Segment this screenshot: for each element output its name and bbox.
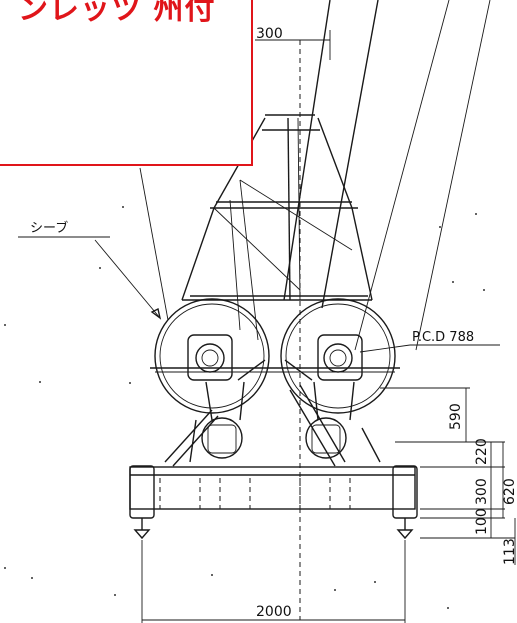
sheave-label: シーブ <box>30 220 68 236</box>
pcd-leader <box>359 344 500 353</box>
sheave-left <box>154 298 270 414</box>
lower-pulleys <box>164 381 381 467</box>
dim-590: 590 <box>448 403 464 430</box>
sheave-right <box>280 298 396 414</box>
mast-frame <box>181 114 373 341</box>
annotation-box: ンレッツ 州付 <box>0 0 253 166</box>
dim-300: 300 <box>474 478 490 505</box>
dim-top: 300 <box>255 26 331 60</box>
scan-specks <box>4 206 485 609</box>
dim-220: 220 <box>474 438 490 465</box>
dim-100: 100 <box>474 508 490 535</box>
dim-bottom <box>141 540 406 623</box>
pcd-label: P.C.D 788 <box>412 330 474 345</box>
dim-top-label: 300 <box>256 26 283 42</box>
boom-lines <box>139 0 491 620</box>
annotation-title: ンレッツ 州付 <box>18 0 216 27</box>
dim-113: 113 <box>502 538 517 565</box>
dim-ladder <box>380 387 516 565</box>
cable-lines <box>150 359 400 381</box>
base-frame <box>129 465 418 540</box>
dim-620: 620 <box>502 478 517 505</box>
sheave-leader <box>18 236 162 320</box>
dim-2000: 2000 <box>256 604 292 620</box>
